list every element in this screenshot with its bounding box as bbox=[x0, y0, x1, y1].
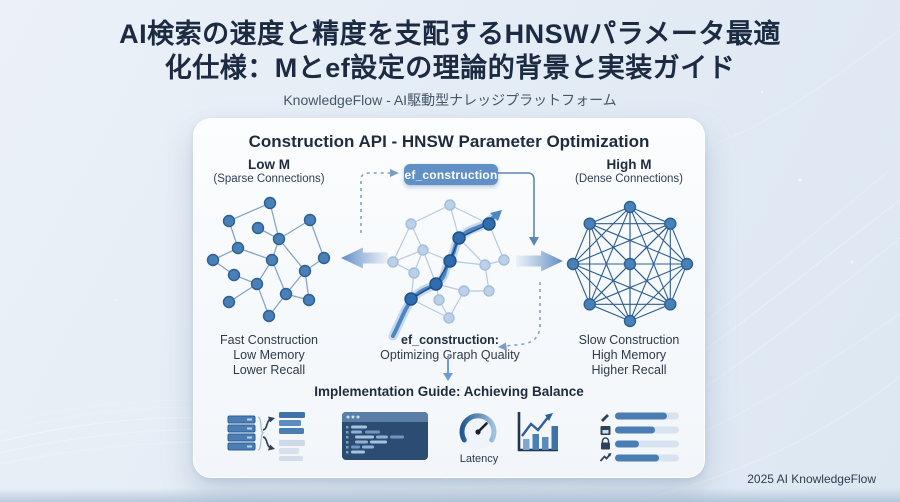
center-caption: ef_construction: Optimizing Graph Qualit… bbox=[354, 333, 546, 363]
right-caption: Slow Construction High Memory Higher Rec… bbox=[564, 333, 694, 378]
search-path-graph bbox=[387, 199, 510, 341]
implementation-heading: Implementation Guide: Achieving Balance bbox=[314, 384, 584, 399]
high-m-subtitle: (Dense Connections) bbox=[574, 173, 684, 185]
left-caption-line3: Lower Recall bbox=[232, 363, 306, 377]
sparse-graph bbox=[206, 196, 331, 323]
left-caption-line1: Fast Construction bbox=[220, 333, 318, 347]
center-caption-title: ef_construction: bbox=[401, 333, 499, 347]
high-m-title: High M bbox=[606, 157, 652, 172]
ef-construction-badge: ef_construction bbox=[404, 164, 498, 185]
diagram-card: Construction API - HNSW Parameter Optimi… bbox=[193, 118, 705, 478]
page-title: AI検索の速度と精度を支配するHNSWパラメータ最適 化仕様：Mとef設定の理論… bbox=[0, 17, 900, 85]
pencil-icon bbox=[601, 414, 609, 422]
branching-list-icon bbox=[227, 412, 305, 461]
page-title-line2: 化仕様：Mとef設定の理論的背景と実装ガイド bbox=[164, 53, 736, 83]
gauge-label: Latency bbox=[459, 453, 499, 465]
low-m-subtitle: (Sparse Connections) bbox=[213, 173, 325, 185]
high-m-label: High M (Dense Connections) bbox=[564, 157, 694, 185]
page-title-line1: AI検索の速度と精度を支配するHNSWパラメータ最適 bbox=[119, 19, 781, 49]
bottom-fade bbox=[0, 488, 900, 502]
metrics-progress-icon bbox=[599, 412, 679, 462]
footer-credit: 2025 AI KnowledgeFlow bbox=[747, 472, 876, 486]
low-m-label: Low M (Sparse Connections) bbox=[204, 157, 334, 185]
lock-icon bbox=[601, 442, 610, 450]
right-caption-line2: High Memory bbox=[591, 348, 667, 362]
left-caption-line2: Low Memory bbox=[233, 348, 305, 362]
trend-icon bbox=[599, 453, 611, 462]
right-caption-line1: Slow Construction bbox=[578, 333, 680, 347]
card-heading: Construction API - HNSW Parameter Optimi… bbox=[248, 132, 650, 151]
left-caption: Fast Construction Low Memory Lower Recal… bbox=[204, 333, 334, 378]
right-caption-line3: Higher Recall bbox=[591, 363, 667, 377]
dense-graph bbox=[566, 200, 694, 328]
code-editor-icon bbox=[342, 412, 428, 460]
latency-gauge-icon bbox=[459, 413, 497, 449]
page-subtitle: KnowledgeFlow - AI駆動型ナレッジプラットフォーム bbox=[283, 92, 617, 108]
low-m-title: Low M bbox=[248, 157, 290, 172]
center-caption-line: Optimizing Graph Quality bbox=[380, 348, 520, 362]
growth-chart-icon bbox=[517, 412, 558, 452]
